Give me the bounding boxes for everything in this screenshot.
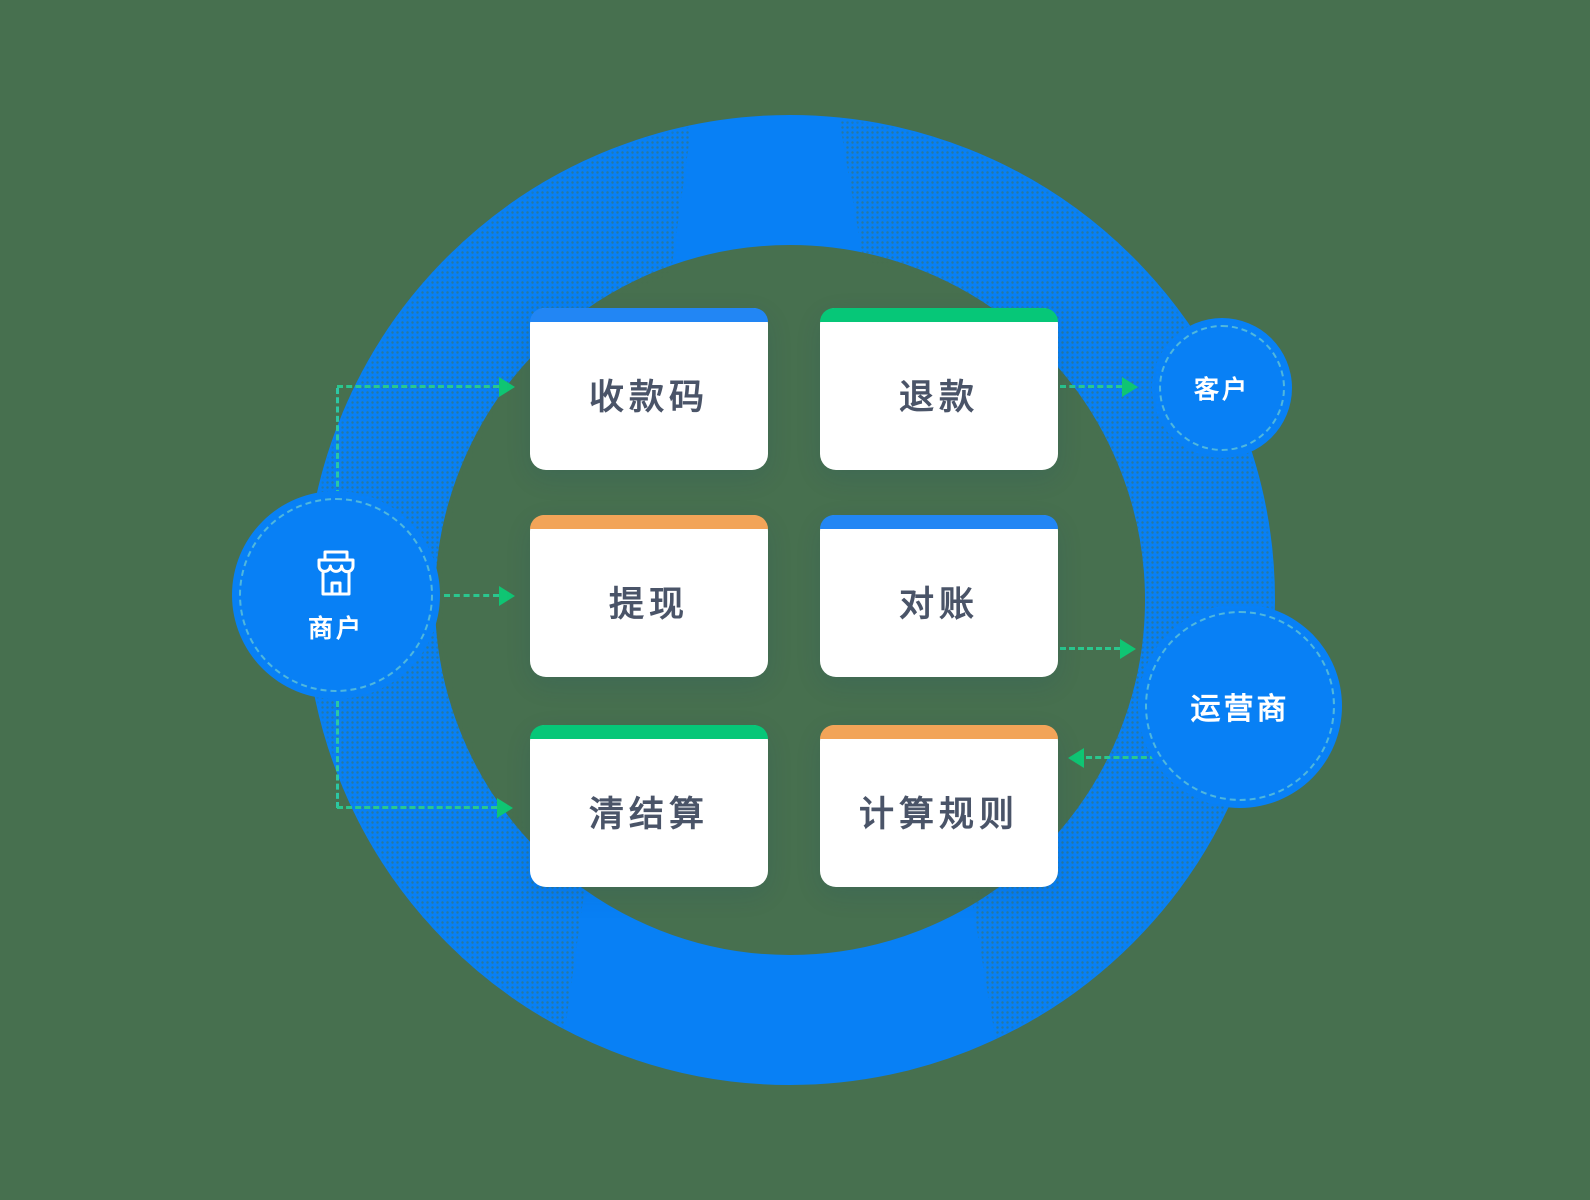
customer-label: 客户	[1193, 376, 1250, 404]
refund-to-customer-connector	[1060, 385, 1122, 388]
arrow-right-icon	[1122, 377, 1138, 397]
arrow-right-icon	[1120, 639, 1136, 659]
card-accent-bar	[530, 308, 768, 322]
card-label: 收款码	[588, 377, 709, 417]
card-withdraw: 提现	[530, 515, 768, 677]
card-accent-bar	[530, 515, 768, 529]
card-label: 提现	[608, 584, 689, 624]
merchant-to-withdraw-connector	[444, 594, 499, 597]
merchant-label: 商户	[307, 615, 364, 643]
merchant-node: 商户	[232, 491, 440, 699]
card-accent-bar	[530, 725, 768, 739]
card-label: 对账	[898, 584, 979, 624]
merchant-to-settlement-connector	[337, 806, 497, 809]
arrow-right-icon	[499, 586, 515, 606]
operator-to-rules-connector	[1086, 756, 1156, 759]
card-accent-bar	[820, 515, 1058, 529]
card-label: 清结算	[588, 794, 709, 834]
card-accent-bar	[820, 725, 1058, 739]
reconciliation-to-operator-connector	[1060, 647, 1120, 650]
card-label: 退款	[898, 377, 979, 417]
operator-label: 运营商	[1190, 693, 1290, 726]
merchant-to-payment-code-connector	[337, 385, 499, 388]
customer-node: 客户	[1152, 318, 1292, 458]
storefront-icon	[317, 550, 355, 596]
card-accent-bar	[820, 308, 1058, 322]
arrow-left-icon	[1068, 748, 1084, 768]
merchant-to-settlement-connector-vertical	[336, 701, 339, 808]
card-clearing-settlement: 清结算	[530, 725, 768, 887]
card-calculation-rules: 计算规则	[820, 725, 1058, 887]
merchant-to-payment-code-connector-vertical	[336, 388, 339, 496]
card-reconciliation: 对账	[820, 515, 1058, 677]
operator-node: 运营商	[1138, 604, 1342, 808]
card-label: 计算规则	[858, 794, 1019, 834]
card-payment-code: 收款码	[530, 308, 768, 470]
card-refund: 退款	[820, 308, 1058, 470]
arrow-right-icon	[497, 798, 513, 818]
arrow-right-icon	[499, 377, 515, 397]
